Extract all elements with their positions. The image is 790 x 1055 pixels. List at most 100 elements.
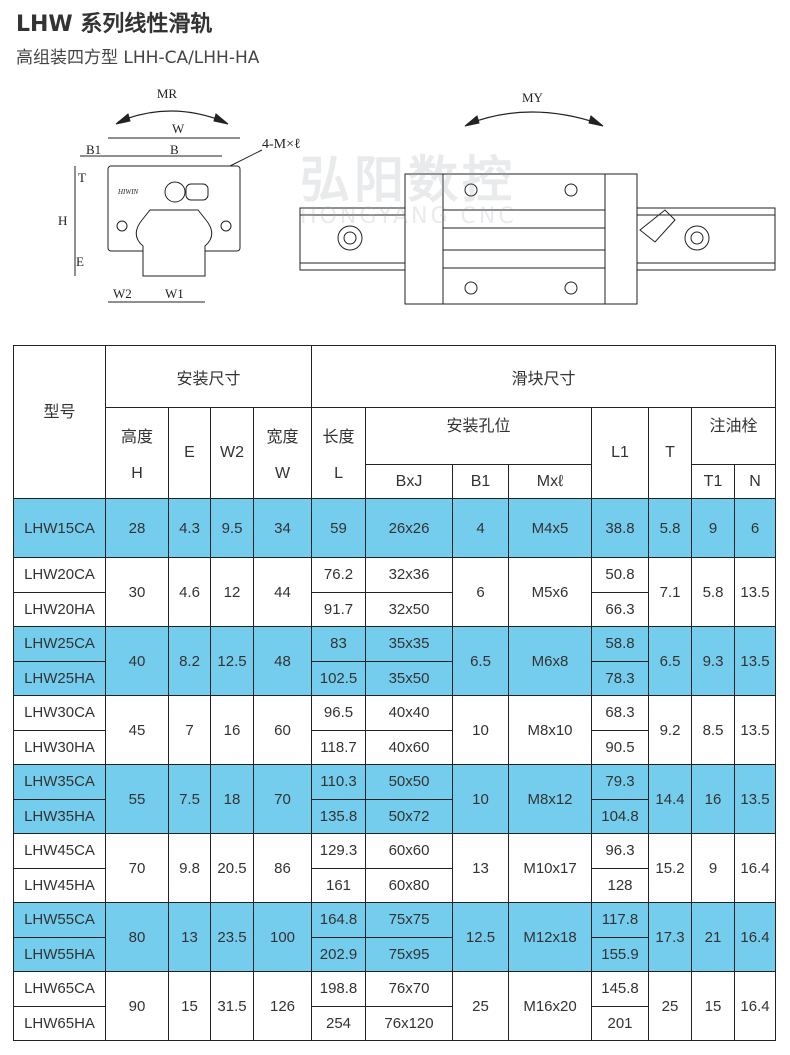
- cell-BxJ: 60x60: [365, 833, 454, 869]
- side-view: MY: [299, 90, 776, 305]
- cell-N: 16.4: [734, 902, 777, 972]
- cell-T1: 8.5: [691, 695, 736, 765]
- cell-E: 13: [168, 902, 211, 972]
- cell-Mxl: M12x18: [508, 902, 593, 972]
- cell-N: 13.5: [734, 626, 777, 696]
- cell-L: 202.9: [311, 936, 367, 972]
- cell-model: LHW55CA: [13, 902, 106, 938]
- cell-L: 102.5: [311, 660, 367, 696]
- rail-diagram: MR W B1 B 4-M×ℓ HIWIN H T E W2 W1 MY: [58, 86, 776, 305]
- cell-model: LHW55HA: [13, 936, 106, 972]
- header-L1: L1: [591, 407, 650, 499]
- cell-T: 14.4: [648, 764, 693, 834]
- cell-model: LHW45HA: [13, 867, 106, 903]
- cell-T: 15.2: [648, 833, 693, 903]
- cell-T1: 5.8: [691, 557, 736, 627]
- cell-T: 6.5: [648, 626, 693, 696]
- cell-L1: 50.8: [591, 557, 650, 593]
- cell-W: 126: [252, 971, 313, 1041]
- cell-W2: 23.5: [210, 902, 254, 972]
- cell-Mxl: M5x6: [508, 557, 593, 627]
- cell-W2: 9.5: [210, 498, 254, 558]
- header-Mxl: Mxℓ: [508, 464, 593, 499]
- cell-E: 7: [168, 695, 211, 765]
- cell-L1: 104.8: [591, 798, 650, 834]
- cell-E: 8.2: [168, 626, 211, 696]
- cell-W2: 20.5: [210, 833, 254, 903]
- cell-N: 6: [734, 498, 777, 558]
- cell-Mxl: M8x12: [508, 764, 593, 834]
- cell-Mxl: M6x8: [508, 626, 593, 696]
- cell-BxJ: 76x70: [365, 971, 454, 1007]
- cell-L: 161: [311, 867, 367, 903]
- cell-L: 118.7: [311, 729, 367, 765]
- cell-H: 80: [105, 902, 169, 972]
- h-label: H: [58, 213, 67, 228]
- cell-Mxl: M8x10: [508, 695, 593, 765]
- cell-L1: 96.3: [591, 833, 650, 869]
- header-BxJ: BxJ: [365, 464, 454, 499]
- cell-L: 96.5: [311, 695, 367, 731]
- header-length-label: 长度: [322, 429, 355, 446]
- cell-H: 30: [105, 557, 169, 627]
- cell-L: 129.3: [311, 833, 367, 869]
- cell-BxJ: 50x72: [365, 798, 454, 834]
- cell-E: 7.5: [168, 764, 211, 834]
- cell-H: 90: [105, 971, 169, 1041]
- cell-BxJ: 76x120: [365, 1005, 454, 1041]
- cell-BxJ: 35x50: [365, 660, 454, 696]
- my-label: MY: [522, 90, 544, 105]
- header-H-label: H: [131, 465, 143, 482]
- cell-W: 60: [252, 695, 313, 765]
- cell-E: 9.8: [168, 833, 211, 903]
- header-B1: B1: [452, 464, 510, 499]
- cell-L: 76.2: [311, 557, 367, 593]
- cell-L1: 90.5: [591, 729, 650, 765]
- cell-L: 59: [311, 498, 367, 558]
- header-N: N: [734, 464, 777, 499]
- cell-BxJ: 40x40: [365, 695, 454, 731]
- cell-L1: 78.3: [591, 660, 650, 696]
- cell-model: LHW25CA: [13, 626, 106, 662]
- mxl-label: 4-M×ℓ: [262, 137, 301, 152]
- cell-BxJ: 50x50: [365, 764, 454, 800]
- cell-H: 55: [105, 764, 169, 834]
- cell-H: 70: [105, 833, 169, 903]
- cell-L1: 66.3: [591, 591, 650, 627]
- w2-label: W2: [113, 286, 132, 301]
- cell-L: 91.7: [311, 591, 367, 627]
- cell-model: LHW30CA: [13, 695, 106, 731]
- cell-T1: 9.3: [691, 626, 736, 696]
- cell-B1: 10: [452, 764, 510, 834]
- cell-model: LHW20CA: [13, 557, 106, 593]
- cell-W: 34: [252, 498, 313, 558]
- cell-W2: 31.5: [210, 971, 254, 1041]
- cell-model: LHW45CA: [13, 833, 106, 869]
- front-view: MR W B1 B 4-M×ℓ HIWIN H T E W2 W1: [58, 86, 301, 303]
- cell-L: 164.8: [311, 902, 367, 938]
- cell-T1: 15: [691, 971, 736, 1041]
- cell-model: LHW15CA: [13, 498, 106, 558]
- cell-L1: 155.9: [591, 936, 650, 972]
- cell-W: 86: [252, 833, 313, 903]
- cell-T1: 9: [691, 498, 736, 558]
- header-holes: 安装孔位: [365, 407, 593, 465]
- header-T: T: [648, 407, 693, 499]
- cell-model: LHW20HA: [13, 591, 106, 627]
- cell-T: 9.2: [648, 695, 693, 765]
- header-width-label: 宽度: [266, 429, 299, 446]
- cell-Mxl: M10x17: [508, 833, 593, 903]
- header-W-label: W: [274, 465, 291, 482]
- cell-N: 13.5: [734, 764, 777, 834]
- cell-E: 4.3: [168, 498, 211, 558]
